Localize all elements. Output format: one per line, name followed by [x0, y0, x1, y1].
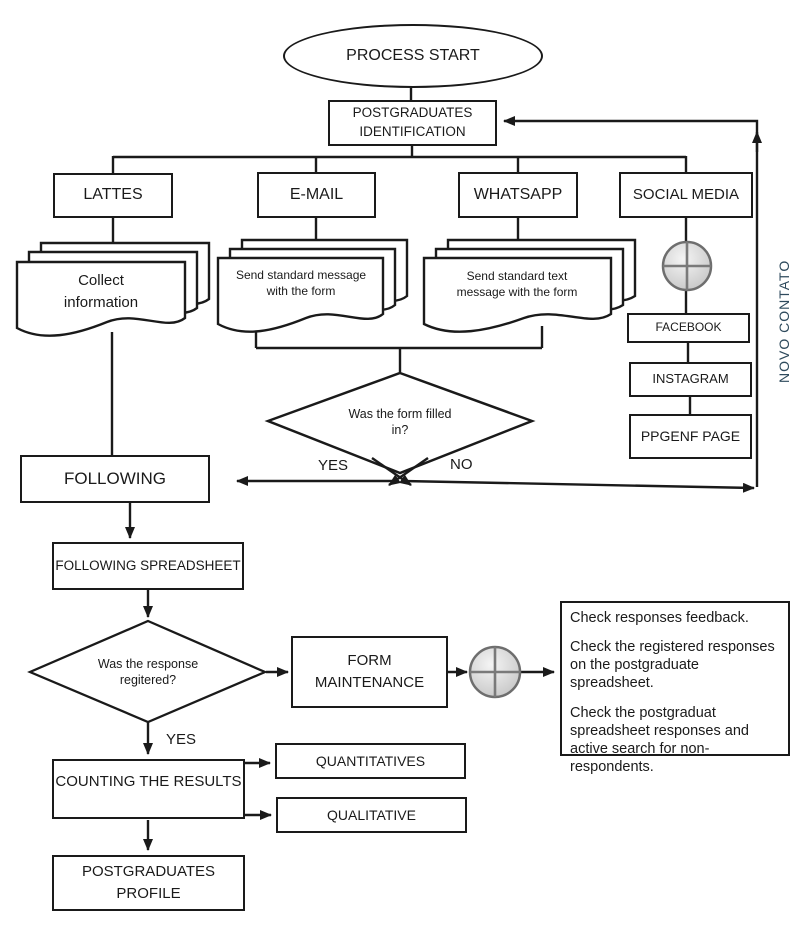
decision-form-filled-question: Was the form filled in? — [348, 406, 452, 437]
maintenance-note: Check the postgraduat spreadsheet respon… — [570, 704, 749, 775]
document-label-collect-information: Collect information — [63, 272, 139, 311]
decision-response-registered-question: Was the response regitered? — [97, 656, 199, 687]
node-form-maintenance: FORM MAINTENANCE — [291, 636, 448, 708]
novo-contato-label: NOVO CONTATO — [776, 259, 792, 383]
maintenance-note: Check responses feedback. — [570, 610, 749, 626]
node-quantitatives: QUANTITATIVES — [275, 743, 466, 779]
node-social-media: SOCIAL MEDIA — [619, 172, 753, 218]
plus-circle-icon-maintenance — [468, 645, 522, 699]
document-label-whatsapp-message: Send standard text message with the form — [456, 269, 578, 300]
node-counting-the-results: COUNTING THE RESULTS — [52, 759, 245, 819]
node-following: FOLLOWING — [20, 455, 210, 503]
node-email: E-MAIL — [257, 172, 376, 218]
edge-label-yes-form: YES — [318, 457, 349, 474]
node-whatsapp: WHATSAPP — [458, 172, 578, 218]
node-qualitative: QUALITATIVE — [276, 797, 467, 833]
node-postgraduates-identification: POSTGRADUATES IDENTIFICATION — [328, 100, 497, 146]
node-postgraduates-profile: POSTGRADUATES PROFILE — [52, 855, 245, 911]
node-following-spreadsheet: FOLLOWING SPREADSHEET — [52, 542, 244, 590]
node-lattes: LATTES — [53, 173, 173, 218]
decision-form-filled-shape — [264, 371, 536, 475]
document-label-email-message: Send standard message with the form — [235, 268, 367, 299]
maintenance-note: Check the registered responses on the po… — [570, 639, 775, 692]
node-instagram: INSTAGRAM — [629, 362, 752, 397]
node-ppgenf-page: PPGENF PAGE — [629, 414, 752, 459]
node-process-start: PROCESS START — [283, 24, 543, 88]
plus-circle-icon-social — [661, 240, 713, 292]
maintenance-notes-block: Check responses feedback. Check the regi… — [560, 601, 790, 775]
edge-label-no-form: NO — [450, 456, 473, 473]
edge-label-yes-response: YES — [166, 731, 197, 748]
node-facebook: FACEBOOK — [627, 313, 750, 343]
